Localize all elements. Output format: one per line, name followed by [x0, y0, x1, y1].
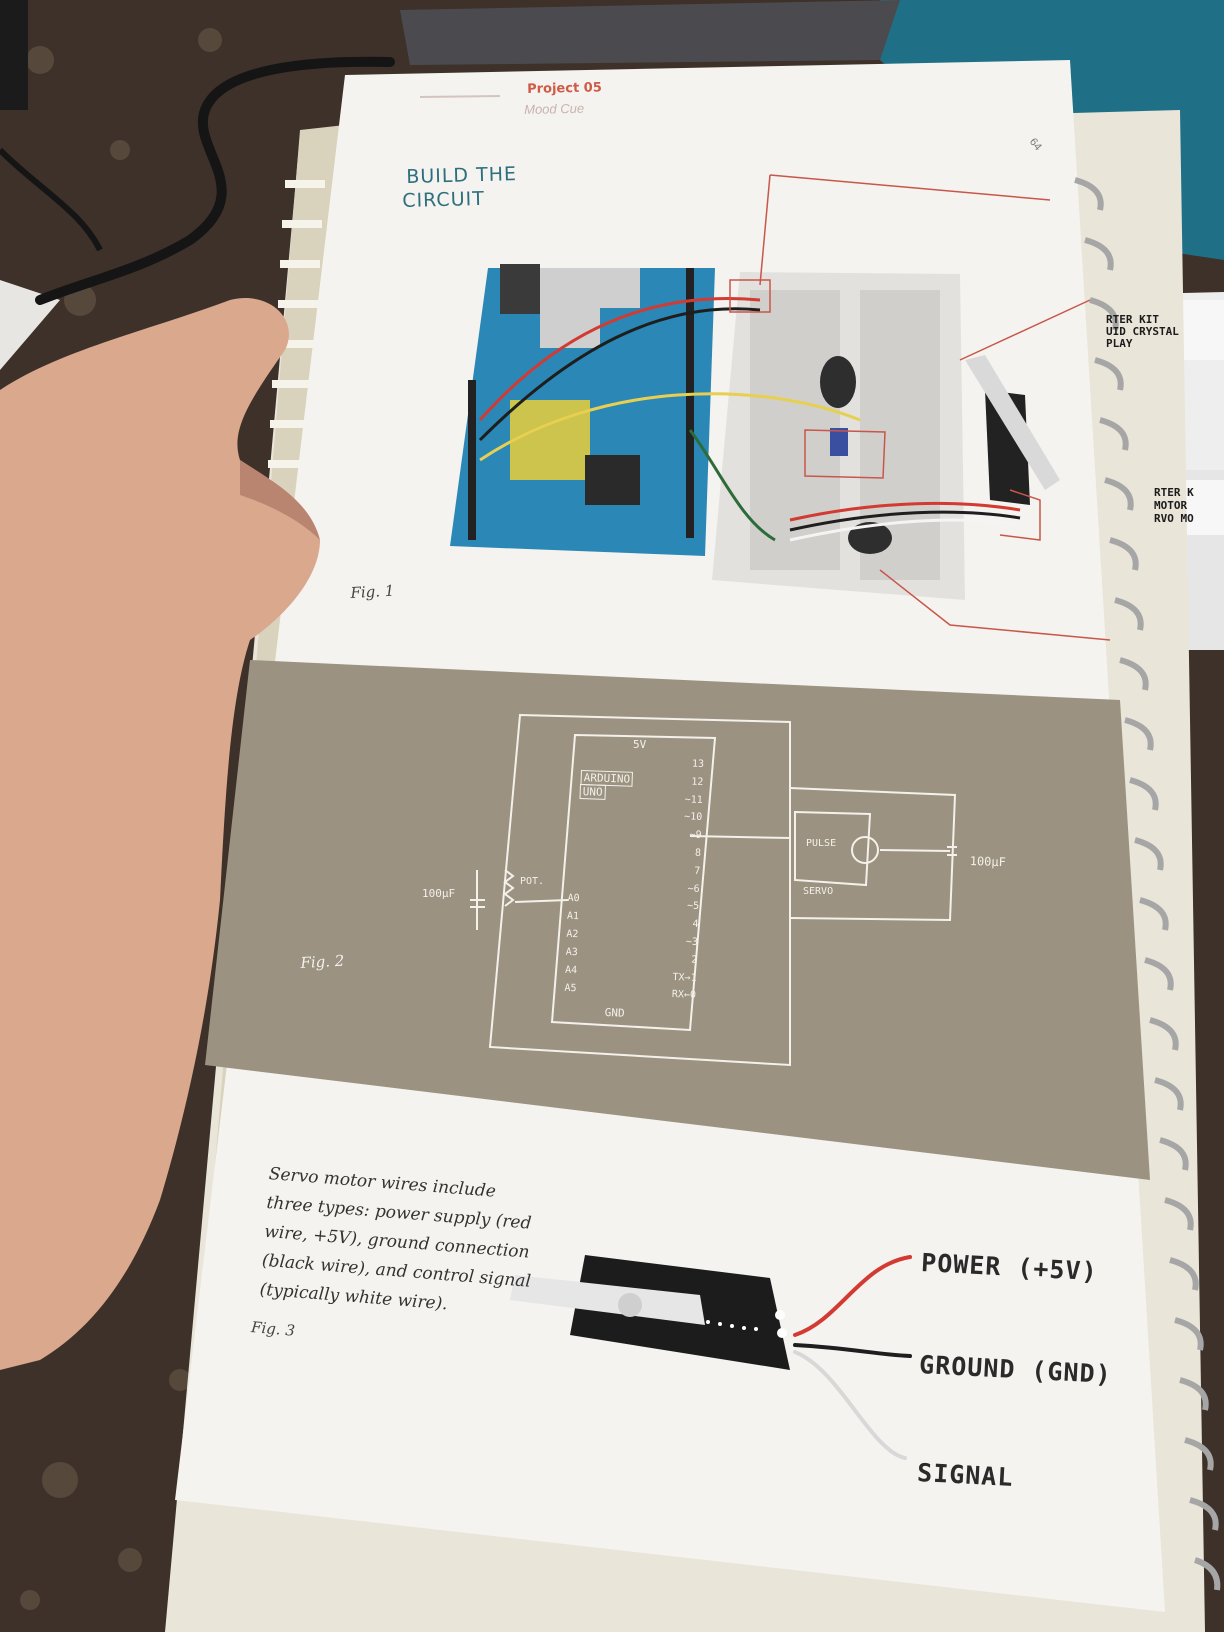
- spiral-binding: [1074, 177, 1221, 1591]
- kit-box-label-2-line-3: RVO MO: [1154, 512, 1194, 525]
- device-corner: [0, 0, 28, 110]
- schematic-5v: 5V: [633, 738, 647, 751]
- kit-box-label-2: RTER K MOTOR RVO MO: [1154, 486, 1194, 525]
- schematic-pulse: PULSE: [806, 838, 837, 849]
- schematic-servo: SERVO: [803, 886, 834, 897]
- thumb-shadow: [240, 460, 320, 540]
- stripe-marks: [268, 180, 325, 468]
- servo-illustration-small: [965, 355, 1060, 505]
- hand: [0, 298, 320, 1371]
- kit-box-label-2-line-2: MOTOR: [1154, 499, 1188, 512]
- schematic-lines: [470, 713, 957, 1067]
- servo-wires: [793, 1255, 912, 1460]
- kit-box-label-line-2: UID CRYSTAL: [1106, 325, 1179, 338]
- kit-box-label-2-line-1: RTER K: [1154, 486, 1194, 499]
- fig1-wires: [478, 297, 1021, 542]
- fig1-callout-lines: [729, 174, 1111, 641]
- kit-box-label-line-3: PLAY: [1106, 337, 1133, 350]
- schematic-cap-left: 100µF: [422, 887, 456, 900]
- grey-board: [400, 0, 900, 65]
- usb-cable-2: [0, 147, 103, 252]
- schematic-pot: POT.: [520, 876, 545, 887]
- kit-box-label-line-1: RTER KIT: [1106, 313, 1159, 326]
- usb-cable: [35, 56, 395, 305]
- servo-large: [510, 1255, 790, 1370]
- schematic-band: [205, 660, 1150, 1180]
- kit-box-label: RTER KIT UID CRYSTAL PLAY: [1106, 314, 1179, 350]
- header-rule: [419, 95, 501, 98]
